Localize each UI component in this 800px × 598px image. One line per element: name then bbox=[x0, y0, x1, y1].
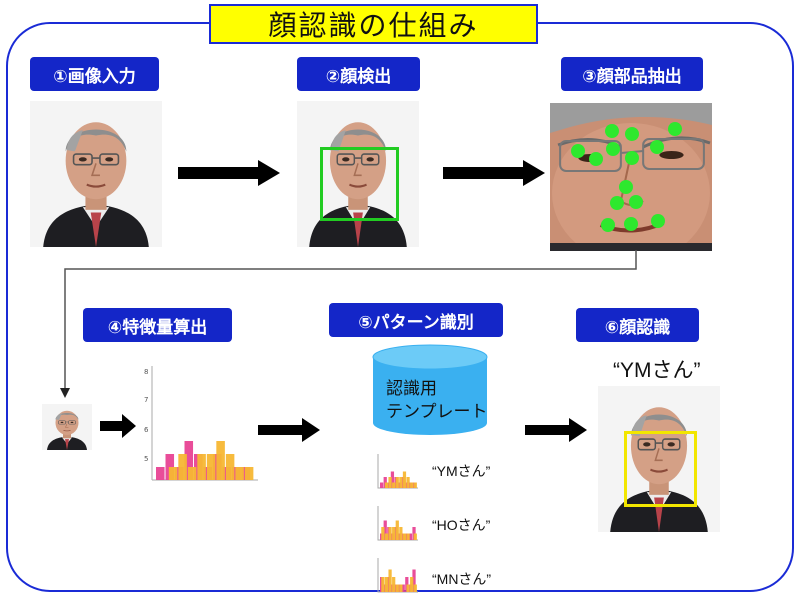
arrow-features-to-pattern bbox=[258, 418, 320, 442]
histogram-bar bbox=[156, 467, 165, 480]
histogram-bar bbox=[413, 533, 417, 540]
histogram-bar bbox=[392, 577, 396, 592]
connector-arrow-parts-to-features bbox=[60, 250, 637, 398]
small-face-photo bbox=[42, 404, 92, 450]
landmark-point bbox=[625, 151, 639, 165]
landmark-point bbox=[571, 144, 585, 158]
arrow-input-to-detect bbox=[178, 160, 280, 186]
histogram-bar bbox=[184, 441, 194, 480]
histogram-bar bbox=[392, 482, 396, 488]
histogram-bar bbox=[178, 454, 187, 480]
landmark-point bbox=[619, 180, 633, 194]
database-label-line1: 認識用 bbox=[386, 379, 437, 399]
landmark-point bbox=[625, 127, 639, 141]
histogram-bar bbox=[399, 584, 403, 592]
histogram-bar bbox=[402, 533, 407, 540]
histogram-bar bbox=[412, 569, 416, 592]
step-label-features: ④特徴量算出 bbox=[83, 308, 232, 342]
step-label-detect: ②顔検出 bbox=[297, 57, 420, 91]
y-tick-label: 5 bbox=[144, 455, 148, 463]
histogram-bar bbox=[384, 533, 389, 540]
histogram-bar bbox=[383, 520, 387, 540]
template-name-ym: “YMさん” bbox=[432, 463, 491, 479]
histogram-bar bbox=[384, 482, 389, 488]
histogram-bar bbox=[401, 584, 405, 592]
template-name-mn: “MNさん” bbox=[432, 571, 492, 587]
landmark-point bbox=[651, 214, 665, 228]
histogram-bar bbox=[206, 454, 216, 480]
histogram-bar bbox=[388, 477, 392, 488]
step-label-parts: ③顔部品抽出 bbox=[561, 57, 703, 91]
histogram-bar bbox=[388, 527, 392, 540]
histogram-bar bbox=[235, 467, 244, 480]
face-detection-box bbox=[320, 147, 399, 221]
landmark-point bbox=[606, 142, 620, 156]
histogram-bar bbox=[388, 569, 392, 592]
histogram-bar bbox=[399, 477, 403, 488]
histogram-bar bbox=[410, 482, 414, 488]
histogram-bar bbox=[380, 482, 384, 488]
histogram-bar bbox=[402, 471, 407, 488]
template-chart-ym bbox=[377, 454, 418, 489]
histogram-bar bbox=[216, 441, 225, 480]
recognized-name: “YMさん” bbox=[613, 359, 701, 382]
input-face-photo bbox=[30, 101, 162, 247]
landmark-point bbox=[650, 140, 664, 154]
histogram-bar bbox=[406, 477, 410, 488]
histogram-bar bbox=[168, 467, 178, 480]
database-label: 認識用 テンプレート bbox=[386, 378, 488, 424]
arrow-pattern-to-recognize bbox=[525, 418, 587, 442]
histogram-bar bbox=[413, 584, 417, 592]
histogram-bar bbox=[392, 527, 396, 540]
step-label-pattern: ⑤パターン識別 bbox=[329, 303, 503, 337]
step-label-recognize: ⑥顔認識 bbox=[576, 308, 699, 342]
histogram-bar bbox=[395, 477, 399, 488]
histogram-bar bbox=[390, 471, 395, 488]
histogram-bar bbox=[244, 467, 254, 480]
diagram-title: 顔認識の仕組み bbox=[209, 4, 538, 44]
template-chart-mn bbox=[377, 558, 418, 593]
template-name-ho: “HOさん” bbox=[432, 517, 491, 533]
histogram-bar bbox=[381, 577, 385, 592]
y-tick-label: 7 bbox=[144, 396, 148, 404]
histogram-bar bbox=[413, 482, 417, 488]
histogram-bar bbox=[381, 527, 385, 540]
landmark-point bbox=[610, 196, 624, 210]
histogram-bar bbox=[406, 584, 410, 592]
histogram-bar bbox=[384, 577, 389, 592]
histogram-bar bbox=[406, 533, 410, 540]
histogram-bar bbox=[408, 533, 413, 540]
landmark-point bbox=[589, 152, 603, 166]
landmark-point bbox=[624, 217, 638, 231]
histogram-bar bbox=[225, 454, 235, 480]
landmark-point bbox=[601, 218, 615, 232]
arrow-face-to-features bbox=[100, 414, 136, 438]
database-label-line2: テンプレート bbox=[386, 402, 488, 422]
arrow-detect-to-parts bbox=[443, 160, 545, 186]
histogram-bar bbox=[395, 520, 399, 540]
landmark-point bbox=[668, 122, 682, 136]
histogram-bar bbox=[395, 584, 399, 592]
feature-histogram: 8 7 6 5 bbox=[144, 366, 258, 481]
histogram-bar bbox=[197, 454, 206, 480]
template-chart-ho bbox=[377, 506, 418, 541]
landmark-point bbox=[629, 195, 643, 209]
recognition-box bbox=[624, 431, 697, 507]
step-label-input: ①画像入力 bbox=[30, 57, 159, 91]
landmark-point bbox=[605, 124, 619, 138]
y-tick-label: 8 bbox=[144, 368, 148, 376]
histogram-bar bbox=[187, 467, 197, 480]
facial-landmark-points bbox=[571, 122, 682, 232]
histogram-bar bbox=[399, 527, 403, 540]
y-tick-label: 6 bbox=[144, 426, 149, 434]
template-database-cylinder bbox=[372, 344, 488, 435]
histogram-bar bbox=[410, 577, 414, 592]
